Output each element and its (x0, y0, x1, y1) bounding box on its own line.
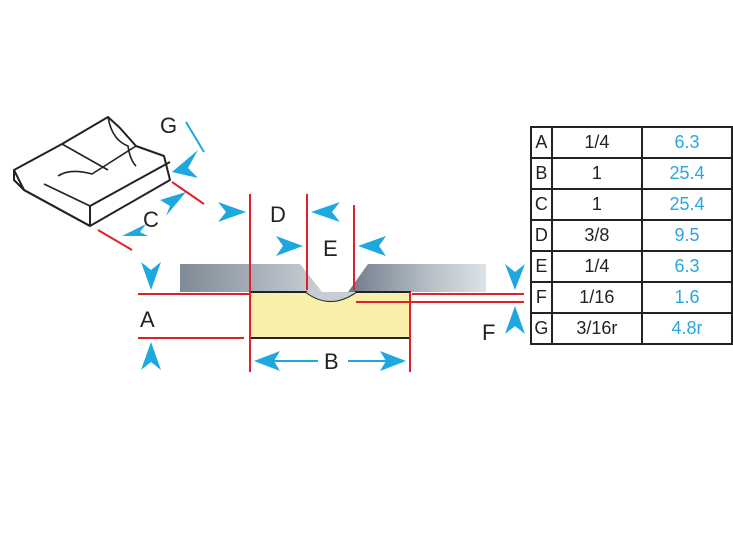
row-inch: 1/4 (550, 250, 644, 283)
isometric-backing-bar (13, 116, 171, 227)
a-arrow-up (141, 342, 161, 370)
table-row: A 1/4 6.3 (530, 126, 733, 159)
c-red-line-bottom (97, 229, 133, 251)
f-arrow-down (505, 264, 525, 290)
dimension-b: B (254, 349, 406, 374)
row-key: A (530, 126, 553, 159)
b-arrow-left (254, 351, 280, 371)
label-f: F (482, 320, 495, 345)
label-d: D (270, 202, 286, 227)
row-mm: 6.3 (641, 250, 733, 283)
c-arrow-upper (160, 192, 186, 216)
row-mm: 1.6 (641, 281, 733, 314)
label-b: B (324, 349, 339, 374)
table-row: B 1 25.4 (530, 157, 733, 190)
dimension-e: E (276, 236, 386, 261)
row-inch: 1 (550, 157, 644, 190)
row-inch: 1/4 (550, 126, 644, 159)
e-arrow-right (358, 236, 386, 256)
dimension-f: F (482, 264, 525, 345)
table-row: E 1/4 6.3 (530, 250, 733, 283)
row-mm: 6.3 (641, 126, 733, 159)
row-key: G (530, 312, 553, 345)
groove-fill (306, 292, 356, 301)
table-row: G 3/16r 4.8r (530, 312, 733, 345)
row-mm: 25.4 (641, 188, 733, 221)
row-key: C (530, 188, 553, 221)
row-mm: 9.5 (641, 219, 733, 252)
row-mm: 4.8r (641, 312, 733, 345)
dimension-lines (138, 194, 524, 372)
dimension-c: C (97, 181, 205, 251)
row-key: F (530, 281, 553, 314)
table-row: F 1/16 1.6 (530, 281, 733, 314)
label-g: G (160, 113, 177, 138)
g-arrow (172, 150, 198, 178)
row-inch: 3/16r (550, 312, 644, 345)
row-mm: 25.4 (641, 157, 733, 190)
dimension-a: A (140, 262, 161, 370)
row-inch: 1/16 (550, 281, 644, 314)
row-key: D (530, 219, 553, 252)
f-arrow-up (505, 306, 525, 334)
row-inch: 1 (550, 188, 644, 221)
d-arrow-left (218, 202, 246, 222)
row-key: B (530, 157, 553, 190)
right-plate (348, 264, 486, 292)
d-arrow-right (311, 202, 340, 222)
a-arrow-down (141, 262, 161, 290)
dimension-d: D (218, 202, 340, 227)
c-arrow-lower (122, 224, 148, 236)
label-c: C (143, 207, 159, 232)
dimension-table: A 1/4 6.3 B 1 25.4 C 1 25.4 D 3/8 9.5 E … (530, 126, 733, 345)
label-e: E (323, 236, 338, 261)
b-arrow-right (380, 351, 406, 371)
e-arrow-left (276, 236, 303, 256)
table-row: C 1 25.4 (530, 188, 733, 221)
row-inch: 3/8 (550, 219, 644, 252)
dimension-g: G (160, 113, 205, 178)
table-row: D 3/8 9.5 (530, 219, 733, 252)
g-leader-line (185, 121, 205, 153)
c-red-line-top (171, 181, 205, 205)
label-a: A (140, 307, 155, 332)
row-key: E (530, 250, 553, 283)
